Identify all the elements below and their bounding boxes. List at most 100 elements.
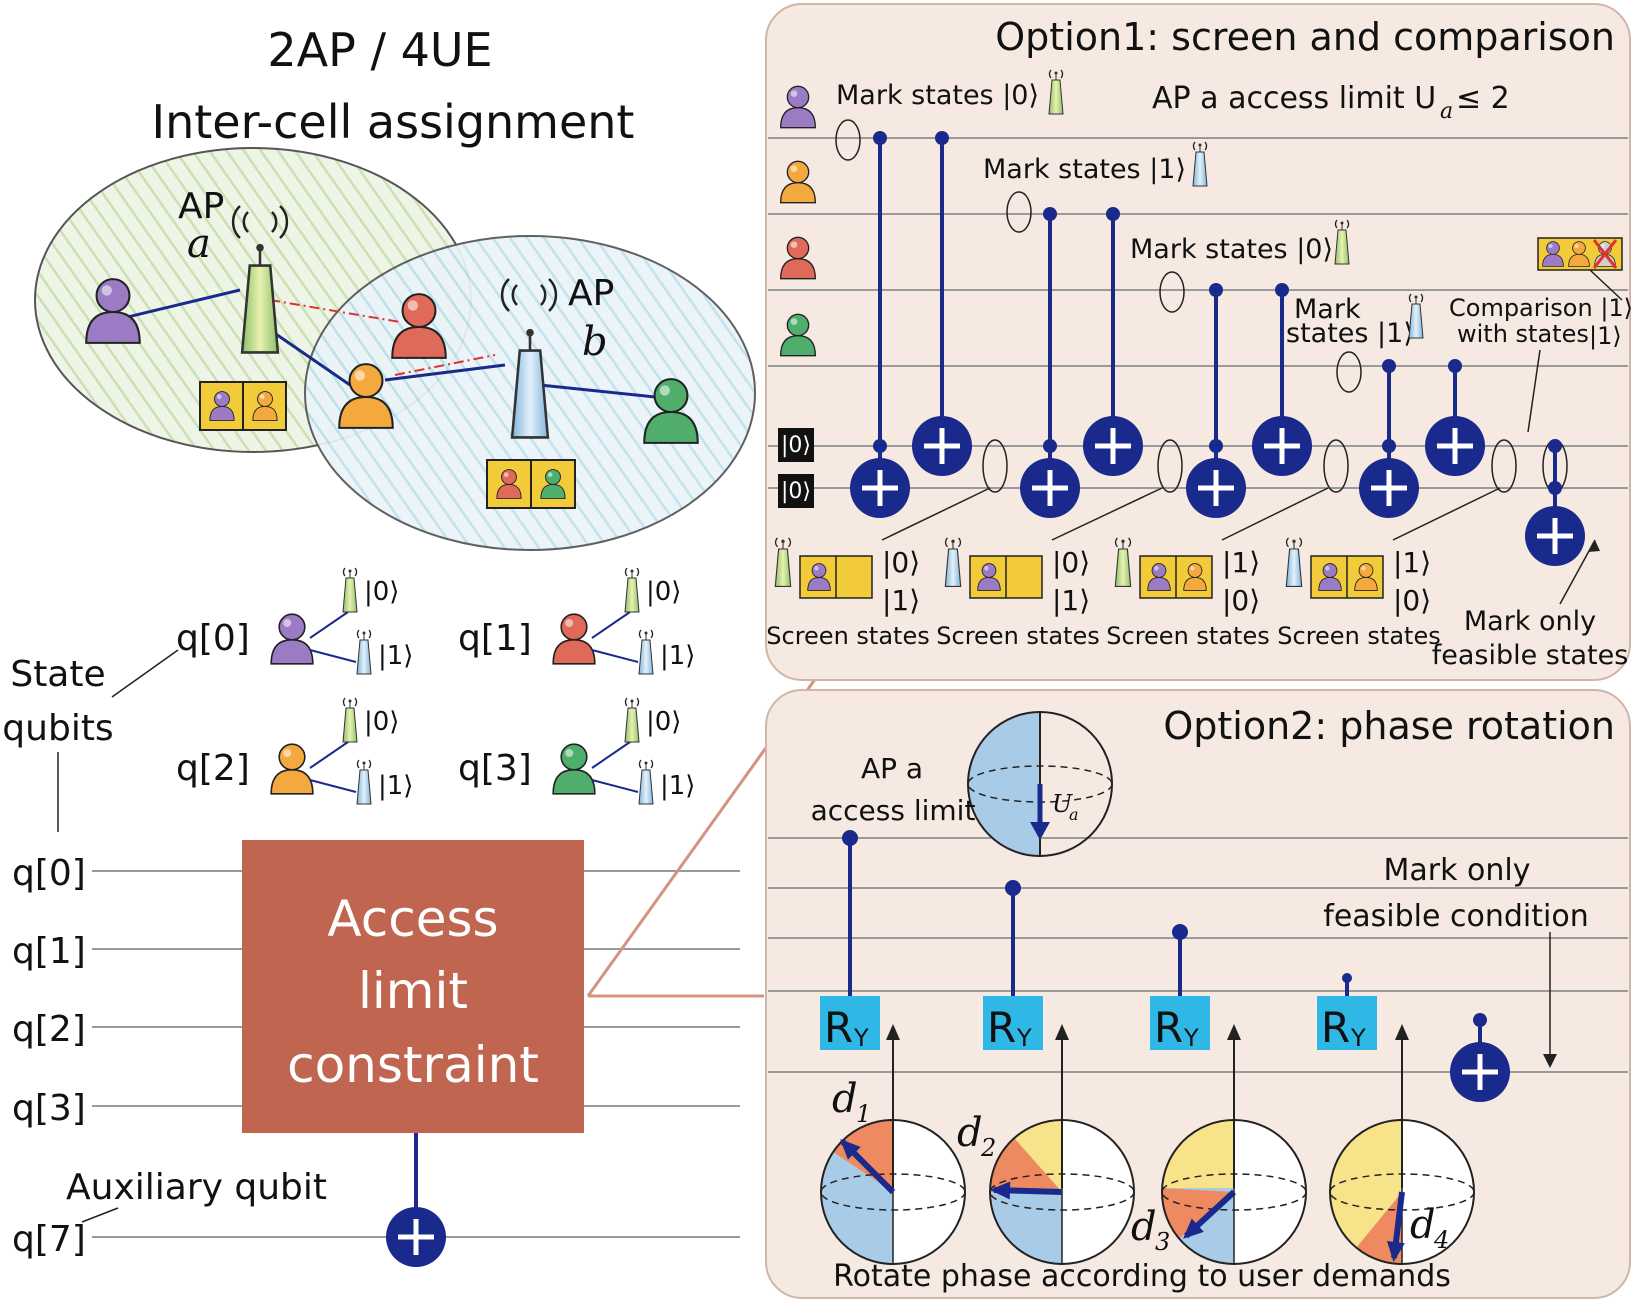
screen-group: |1⟩ |0⟩ Screen states bbox=[1106, 487, 1329, 650]
control-dot bbox=[1209, 439, 1223, 453]
comparison-line1: Comparison |1⟩ bbox=[1449, 294, 1633, 322]
qubit-ap-blue-icon bbox=[638, 759, 654, 805]
screen-label: Screen states bbox=[766, 622, 929, 650]
opt2-target-icon bbox=[1450, 1042, 1510, 1102]
ap-b-label: AP bbox=[568, 273, 614, 314]
screen-label: Screen states bbox=[1277, 622, 1440, 650]
ua-label: U bbox=[1052, 790, 1073, 818]
screen-ellipse bbox=[982, 439, 1008, 493]
ry-gate-label: R bbox=[987, 1003, 1016, 1052]
screen-ket1: |1⟩ bbox=[1222, 546, 1260, 579]
qubit-state0: |0⟩ bbox=[646, 707, 681, 737]
screen-ket1: |0⟩ bbox=[882, 546, 920, 579]
qubit-ap-blue-icon bbox=[356, 629, 372, 675]
control-dot bbox=[1342, 973, 1352, 983]
cnot-target-icon bbox=[912, 416, 972, 476]
opt2-ap-line2: access limit bbox=[811, 794, 976, 827]
control-dot bbox=[1548, 481, 1562, 495]
comparison-group: Comparison |1⟩ with states |1⟩ bbox=[1449, 237, 1633, 433]
cnot-target-icon bbox=[1425, 416, 1485, 476]
ry-gate-label: R bbox=[1154, 1003, 1183, 1052]
qubit-user-icon bbox=[270, 613, 314, 665]
qubit-map-item: q[3]|0⟩|1⟩ bbox=[458, 697, 695, 805]
mark-label-2: Mark states |1⟩ bbox=[983, 154, 1186, 185]
cnot-target-icon bbox=[1020, 458, 1080, 518]
option2-title: Option2: phase rotation bbox=[1163, 704, 1615, 748]
block-line1: Access bbox=[327, 890, 498, 948]
option1-title: Option1: screen and comparison bbox=[995, 15, 1615, 59]
control-dot bbox=[1382, 439, 1396, 453]
qubit-state1: |1⟩ bbox=[660, 641, 695, 671]
demand-sphere: d1 bbox=[820, 1024, 966, 1265]
screen-ket2: |0⟩ bbox=[1393, 584, 1431, 617]
ry-gate-sub: Y bbox=[1016, 1024, 1032, 1052]
link-a-orange bbox=[269, 328, 351, 387]
qubit-map: q[0]|0⟩|1⟩q[1]|0⟩|1⟩q[2]|0⟩|1⟩q[3]|0⟩|1⟩ bbox=[176, 567, 695, 805]
qubit-ap-green-icon bbox=[624, 567, 640, 613]
qubit-state1: |1⟩ bbox=[378, 641, 413, 671]
mark3-ap-icon bbox=[1334, 219, 1350, 265]
dashed-link-orange bbox=[394, 354, 496, 376]
ry-gate-sub: Y bbox=[853, 1024, 869, 1052]
screen-ket2: |0⟩ bbox=[1222, 584, 1260, 617]
screen-ap-icon bbox=[944, 537, 962, 587]
opt1-mark-only-2: feasible states bbox=[1432, 640, 1629, 671]
link-a-purple bbox=[114, 288, 241, 322]
access-limit-block bbox=[242, 840, 584, 1133]
state-qubits-label: State qubits bbox=[2, 649, 179, 832]
mark2-ap-icon bbox=[1192, 141, 1208, 187]
link-b-orange bbox=[384, 363, 506, 382]
ry-gate-sub: Y bbox=[1350, 1024, 1366, 1052]
control-dot bbox=[1106, 207, 1120, 221]
screen-ket1: |1⟩ bbox=[1393, 546, 1431, 579]
screen-ap-icon bbox=[774, 537, 792, 587]
control-dot bbox=[1209, 283, 1223, 297]
demand-sphere: d3 bbox=[1131, 1024, 1307, 1265]
demand-sub: 2 bbox=[980, 1134, 996, 1162]
qubit-user-icon bbox=[552, 743, 596, 795]
screen-group: |1⟩ |0⟩ Screen states bbox=[1277, 487, 1501, 650]
control-dot bbox=[1172, 924, 1188, 940]
control-dot bbox=[1473, 1013, 1487, 1027]
opt2-mark-only-2: feasible condition bbox=[1323, 899, 1588, 934]
aux-target-icon bbox=[386, 1207, 446, 1267]
demand-label: d bbox=[832, 1076, 858, 1122]
comparison-line3: |1⟩ bbox=[1589, 322, 1622, 350]
qubit-map-item: q[2] |0⟩ |1⟩ bbox=[176, 697, 413, 805]
control-dot bbox=[1043, 207, 1057, 221]
screen-ap-icon bbox=[1285, 537, 1303, 587]
qubit-state0: |0⟩ bbox=[364, 707, 399, 737]
qubit-user-icon bbox=[270, 743, 314, 795]
dashed-link-red bbox=[269, 299, 401, 323]
screen-label: Screen states bbox=[1106, 622, 1269, 650]
block-line2: limit bbox=[358, 962, 468, 1020]
wire-label: q[1] bbox=[12, 931, 86, 972]
qubit-user-icon bbox=[552, 613, 596, 665]
qubit-state1: |1⟩ bbox=[378, 771, 413, 801]
qubit-state1: |1⟩ bbox=[660, 771, 695, 801]
screen-group: |0⟩ |1⟩ Screen states bbox=[766, 487, 991, 650]
opt1-ancilla-kets: |0⟩ |0⟩ bbox=[778, 428, 814, 508]
demand-sub: 4 bbox=[1433, 1226, 1449, 1254]
qubit-map-item: q[1]|0⟩|1⟩ bbox=[458, 567, 695, 675]
ap-b-letter: b bbox=[582, 319, 608, 365]
title-block: 2AP / 4UE Inter-cell assignment bbox=[152, 23, 635, 149]
qubit-map-label: q[2] bbox=[176, 748, 250, 789]
screen-ket2: |1⟩ bbox=[882, 584, 920, 617]
select-ellipse bbox=[1336, 351, 1362, 393]
ry-gate-label: R bbox=[824, 1003, 853, 1052]
control-dot bbox=[935, 131, 949, 145]
screen-ellipse bbox=[1323, 439, 1349, 493]
state-label-line1: State bbox=[10, 654, 105, 695]
block-line3: constraint bbox=[287, 1036, 539, 1094]
opt2-caption: Rotate phase according to user demands bbox=[833, 1259, 1451, 1294]
demand-label: d bbox=[957, 1110, 983, 1156]
demand-sub: 1 bbox=[856, 1100, 871, 1128]
select-ellipse bbox=[1006, 191, 1032, 233]
control-dot bbox=[1275, 283, 1289, 297]
cnot-target-icon bbox=[1083, 416, 1143, 476]
select-ellipse bbox=[1159, 271, 1185, 313]
